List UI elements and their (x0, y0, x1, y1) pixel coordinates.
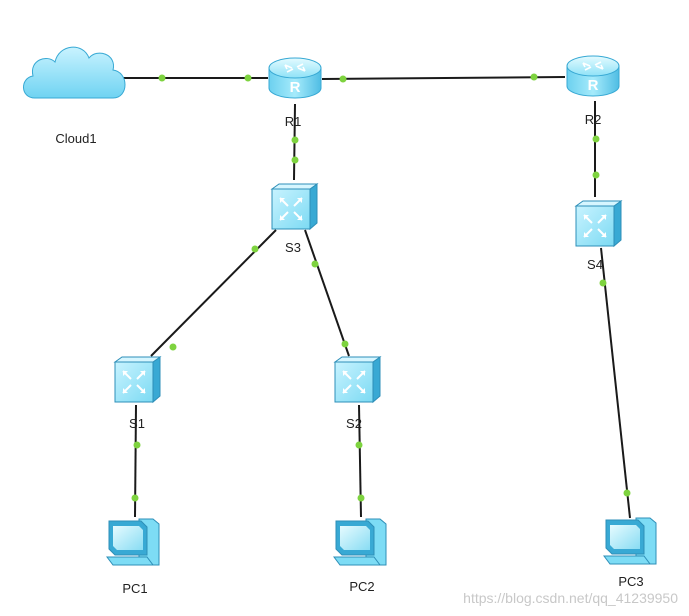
pc2-label: PC2 (349, 579, 374, 594)
port-dot-pc2 (357, 494, 365, 502)
cloud1-cloud-icon[interactable] (23, 46, 126, 99)
port-dot-r2 (592, 135, 600, 143)
cloud1-label: Cloud1 (55, 131, 96, 146)
port-dot-s3 (251, 245, 259, 253)
pc3-pc-icon[interactable] (603, 517, 657, 565)
s3-label: S3 (285, 240, 301, 255)
link-s3-s2[interactable] (304, 229, 350, 357)
port-dot-r1 (244, 74, 252, 82)
svg-text:R: R (588, 77, 599, 94)
pc3-label: PC3 (618, 574, 643, 589)
r1-label: R1 (285, 114, 302, 129)
s1-label: S1 (129, 416, 145, 431)
port-dot-s4 (592, 171, 600, 179)
port-dot-s2 (355, 441, 363, 449)
watermark-text: https://blog.csdn.net/qq_41239950 (463, 590, 678, 606)
port-dot-layer (131, 73, 631, 502)
port-dot-s1 (169, 343, 177, 351)
port-dot-s2 (341, 340, 349, 348)
s4-label: S4 (587, 257, 603, 272)
port-dot-r1 (339, 75, 347, 83)
link-layer (123, 76, 631, 519)
port-dot-r2 (530, 73, 538, 81)
port-dot-s3 (311, 260, 319, 268)
r2-router-icon[interactable]: R (566, 55, 620, 97)
r2-label: R2 (585, 112, 602, 127)
pc1-label: PC1 (122, 581, 147, 596)
port-dot-pc3 (623, 489, 631, 497)
s1-switch-icon[interactable] (113, 356, 162, 404)
svg-text:R: R (290, 79, 301, 96)
port-dot-cloud1 (158, 74, 166, 82)
port-dot-s1 (133, 441, 141, 449)
s2-label: S2 (346, 416, 362, 431)
s2-switch-icon[interactable] (333, 356, 382, 404)
port-dot-s3 (291, 156, 299, 164)
link-r1-r2[interactable] (321, 76, 566, 80)
port-dot-s4 (599, 279, 607, 287)
r1-router-icon[interactable]: R (268, 57, 322, 99)
link-s4-pc3[interactable] (600, 247, 631, 519)
pc1-pc-icon[interactable] (106, 518, 160, 566)
s3-switch-icon[interactable] (270, 183, 319, 231)
port-dot-pc1 (131, 494, 139, 502)
port-dot-r1 (291, 136, 299, 144)
s4-switch-icon[interactable] (574, 200, 623, 248)
pc2-pc-icon[interactable] (333, 518, 387, 566)
